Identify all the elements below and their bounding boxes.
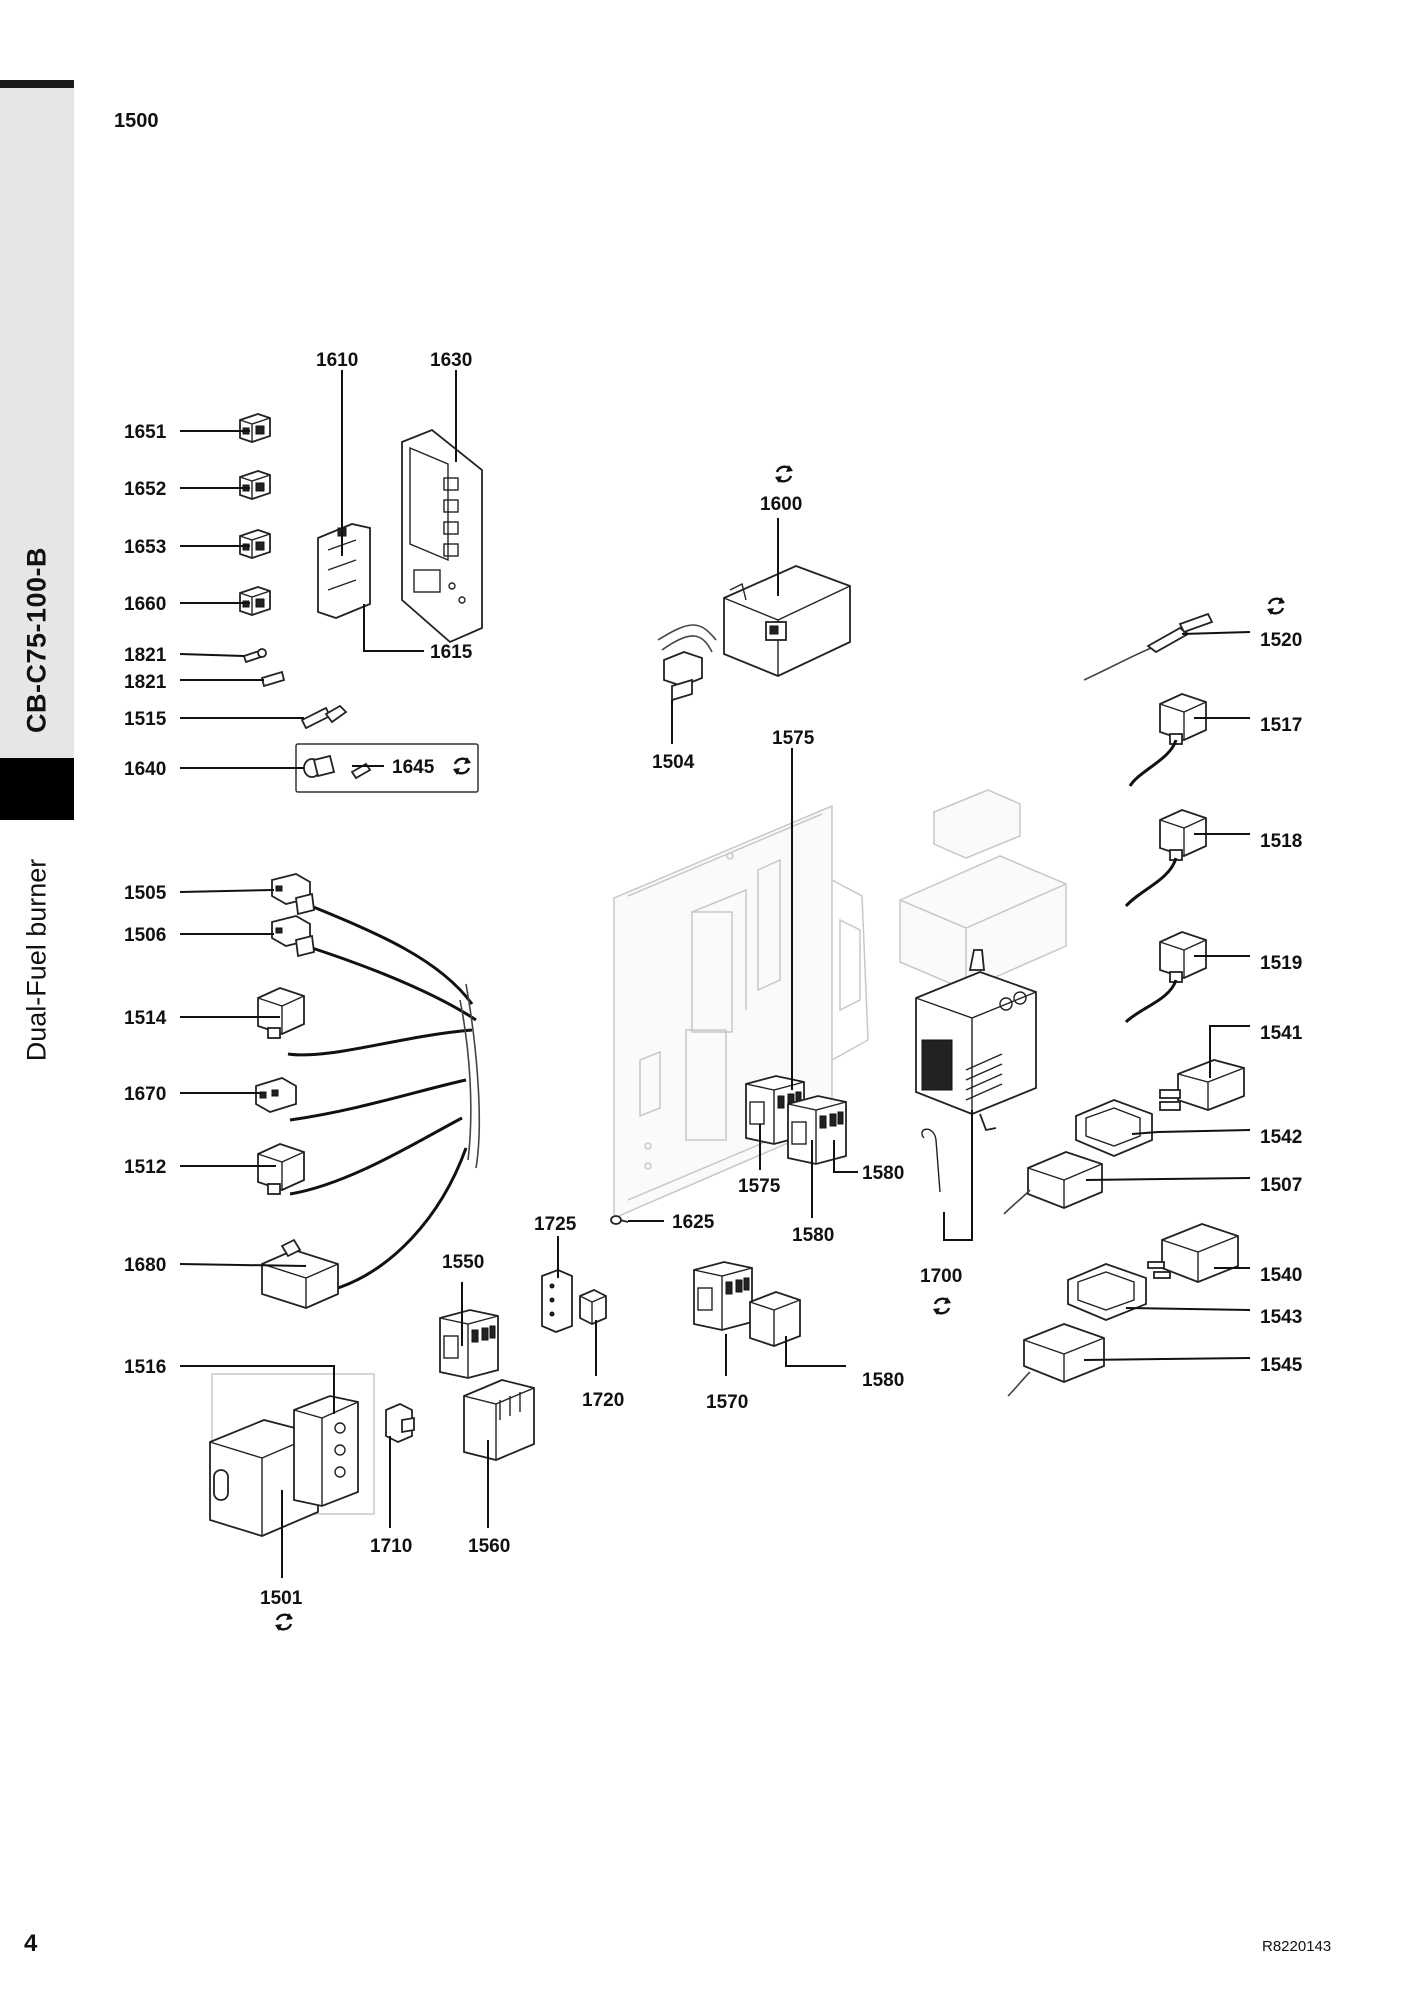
side-tab <box>0 88 74 758</box>
assembly-title: 1500 <box>114 110 159 132</box>
callout-1545: 1545 <box>1260 1355 1303 1376</box>
callout-1610: 1610 <box>316 350 358 371</box>
auxiliary-contact-1580 <box>749 1291 801 1347</box>
exchange-icon-1645 <box>451 755 473 777</box>
connector-1505 <box>271 873 315 916</box>
callout-1725: 1725 <box>534 1214 577 1235</box>
callout-1660: 1660 <box>124 594 166 615</box>
callout-1550: 1550 <box>442 1252 484 1273</box>
side-tab-top-bar <box>0 80 74 88</box>
exchange-icon-1520 <box>1265 595 1287 617</box>
callout-1504: 1504 <box>652 752 695 773</box>
relay-1710 <box>385 1403 415 1443</box>
callout-1541: 1541 <box>1260 1023 1303 1044</box>
relay-socket-1725 <box>541 1269 573 1333</box>
side-tab-marker <box>0 758 74 820</box>
callout-1625: 1625 <box>672 1212 715 1233</box>
exchange-icon-1600 <box>773 463 795 485</box>
connector-1545 <box>1007 1323 1105 1397</box>
plug-housing-1542 <box>1075 1099 1153 1157</box>
callout-1505: 1505 <box>124 883 167 904</box>
grommet-1625 <box>610 1215 629 1225</box>
connector-1670 <box>255 1077 297 1113</box>
connector-1506 <box>271 915 315 958</box>
plug-housing-1543 <box>1067 1263 1147 1321</box>
relay-1720 <box>579 1289 607 1325</box>
callout-1653: 1653 <box>124 537 166 558</box>
callout-1580-a: 1580 <box>862 1163 904 1184</box>
callout-1821-a: 1821 <box>124 645 167 666</box>
callout-1570: 1570 <box>706 1392 748 1413</box>
callout-1580-b: 1580 <box>792 1225 834 1246</box>
ignition-transformer-1600 <box>723 565 851 677</box>
callout-1680: 1680 <box>124 1255 166 1276</box>
callout-1720: 1720 <box>582 1390 624 1411</box>
callout-1651: 1651 <box>124 422 167 443</box>
plug-connector-1660 <box>239 586 271 616</box>
callout-1501: 1501 <box>260 1588 303 1609</box>
callout-1560: 1560 <box>468 1536 510 1557</box>
callout-1670: 1670 <box>124 1084 166 1105</box>
callout-1700: 1700 <box>920 1266 962 1287</box>
callout-1630: 1630 <box>430 350 472 371</box>
leader-lines <box>179 370 1251 1578</box>
callout-1512: 1512 <box>124 1157 166 1178</box>
fuse-holder-1640 <box>303 754 372 780</box>
module-card-1610 <box>317 523 371 619</box>
solenoid-coil-1514 <box>257 987 305 1039</box>
callout-1542: 1542 <box>1260 1127 1302 1148</box>
callout-1575-a: 1575 <box>772 728 815 749</box>
fuse-1515 <box>300 704 348 730</box>
contactor-1550 <box>439 1309 499 1379</box>
photo-sensor-1517 <box>1128 693 1207 787</box>
callout-1645: 1645 <box>392 757 435 778</box>
display-panel-1630 <box>401 428 483 644</box>
callout-labels: 1610 1630 1651 1652 1653 1660 1821 1821 … <box>124 350 1303 1609</box>
callout-1540: 1540 <box>1260 1265 1302 1286</box>
photo-sensor-1518 <box>1124 809 1207 908</box>
contactor-1570 <box>693 1261 753 1331</box>
callout-1507: 1507 <box>1260 1175 1302 1196</box>
exchange-icon-1700 <box>931 1295 953 1317</box>
terminal-block-1541 <box>1159 1059 1245 1111</box>
connector-1507 <box>1003 1151 1103 1215</box>
callout-1517: 1517 <box>1260 715 1302 736</box>
plug-connector-1653 <box>239 529 271 559</box>
callout-1640: 1640 <box>124 759 166 780</box>
terminal-block-1540 <box>1147 1223 1239 1283</box>
photo-sensor-1519 <box>1124 931 1207 1024</box>
callout-1821-b: 1821 <box>124 672 167 693</box>
callout-1615: 1615 <box>430 642 473 663</box>
callout-1518: 1518 <box>1260 831 1302 852</box>
callout-1575-b: 1575 <box>738 1176 781 1197</box>
base-socket-1516 <box>293 1395 359 1507</box>
drawing-reference: R8220143 <box>1262 1938 1332 1955</box>
plug-connector-1652 <box>239 470 271 500</box>
callout-1506: 1506 <box>124 925 166 946</box>
callout-1710: 1710 <box>370 1536 412 1557</box>
contactor-1560 <box>463 1379 535 1461</box>
callout-1580-c: 1580 <box>862 1370 904 1391</box>
callout-1514: 1514 <box>124 1008 167 1029</box>
callout-1543: 1543 <box>1260 1307 1302 1328</box>
callout-1519: 1519 <box>1260 953 1302 974</box>
relay-1504 <box>657 624 717 702</box>
cable-bundle <box>287 902 481 1290</box>
page-number: 4 <box>24 1930 38 1957</box>
callout-1515: 1515 <box>124 709 167 730</box>
servo-actuator-1700 <box>899 789 1067 1193</box>
callout-1652: 1652 <box>124 479 166 500</box>
callout-1600: 1600 <box>760 494 802 515</box>
probe-1520 <box>1083 612 1214 681</box>
callout-1520: 1520 <box>1260 630 1302 651</box>
plug-connector-1651 <box>239 413 271 443</box>
solenoid-coil-1512 <box>257 1143 305 1195</box>
contactor-1580 <box>787 1095 847 1165</box>
screws-1821 <box>242 648 286 688</box>
connector-1680 <box>261 1238 339 1309</box>
callout-1516: 1516 <box>124 1357 166 1378</box>
exchange-icon-1501 <box>273 1611 295 1633</box>
